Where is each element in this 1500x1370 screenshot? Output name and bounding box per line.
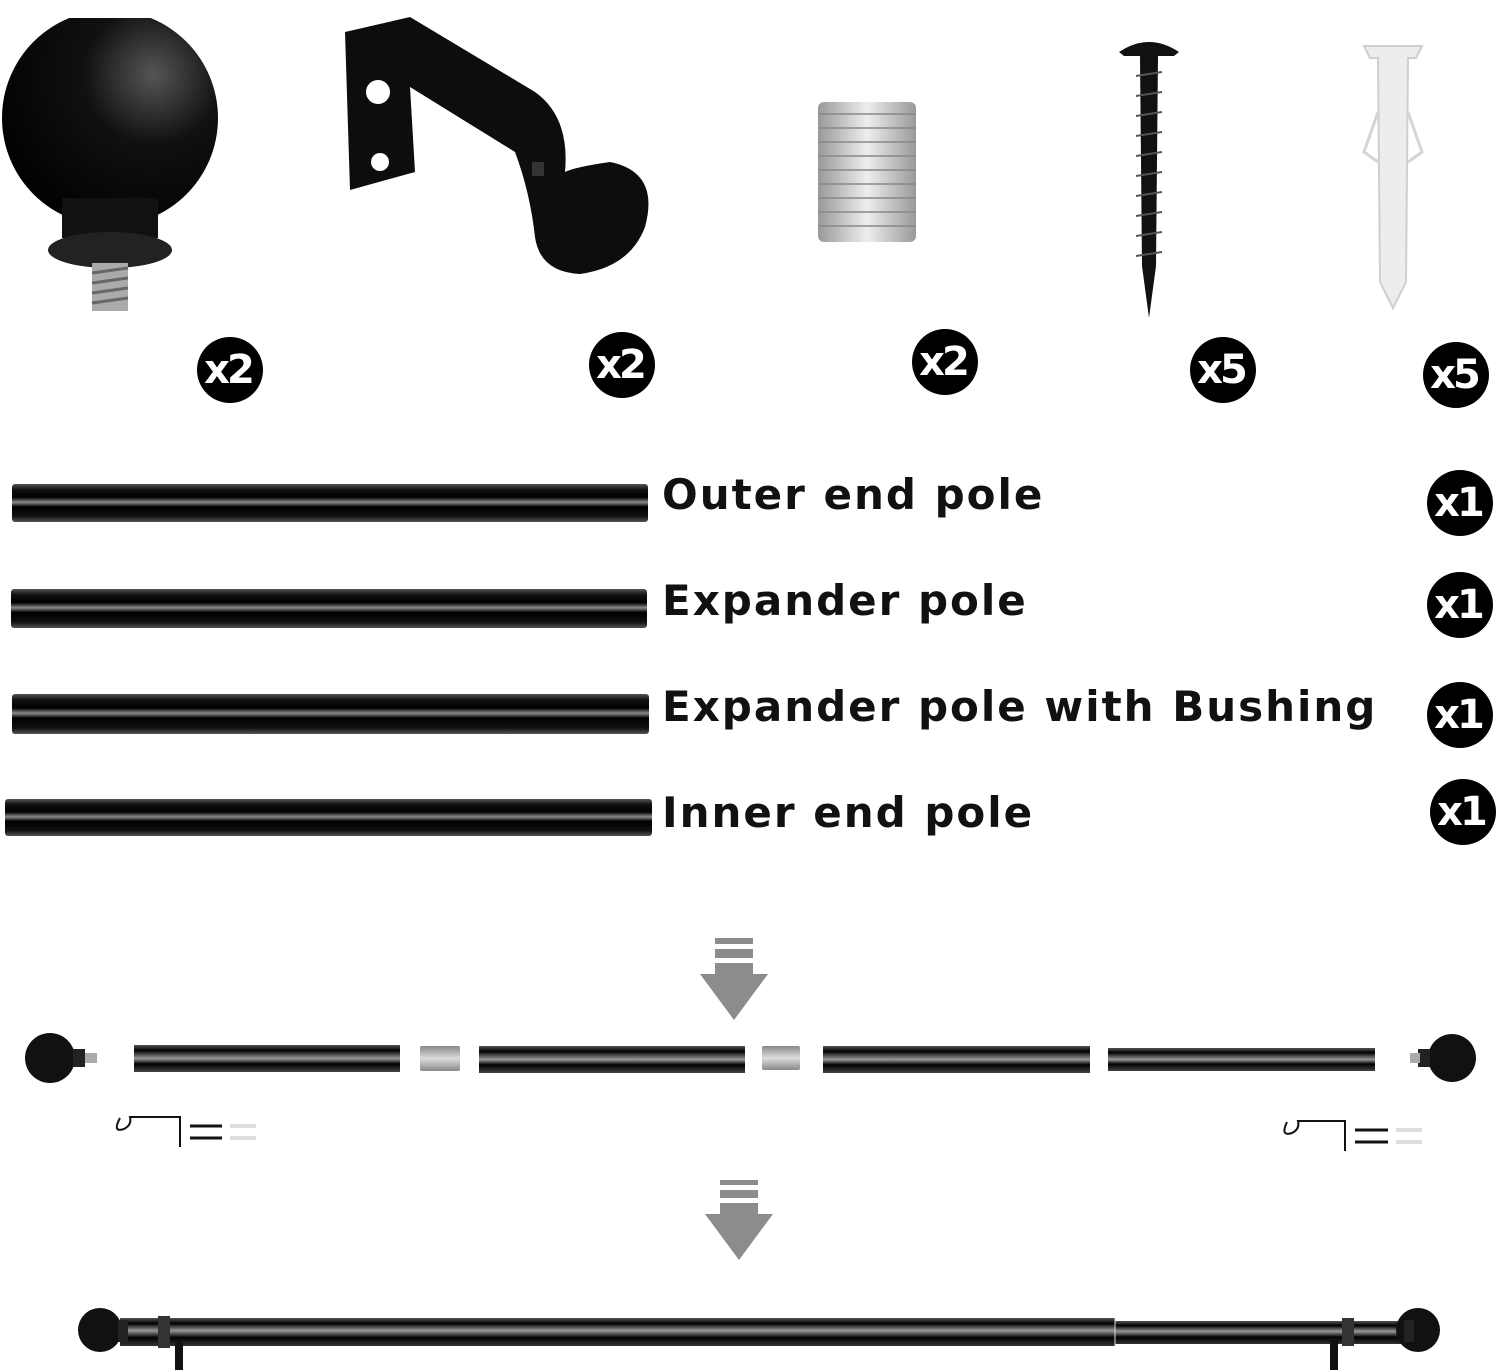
right-bracket-set-icon	[1283, 1120, 1422, 1151]
finial-image	[2, 18, 218, 311]
inner-end-pole-count: x1	[1430, 779, 1496, 845]
expander-pole-image	[11, 589, 647, 628]
finial-count-badge: x2	[197, 337, 263, 403]
left-bracket-set-icon	[115, 1116, 256, 1147]
coupler-count-badge: x2	[912, 329, 978, 395]
outer-end-pole-image	[12, 484, 648, 522]
outer-end-pole-label: Outer end pole	[662, 470, 1045, 519]
expander-pole-label: Expander pole	[662, 576, 1028, 625]
bracket-image	[345, 17, 649, 274]
left-finial-icon	[25, 1033, 97, 1083]
bracket-count-badge: x2	[589, 332, 655, 398]
anchor-count-badge: x5	[1423, 342, 1489, 408]
expander-pole-bushing-count: x1	[1427, 682, 1493, 748]
screw-count-badge: x5	[1190, 337, 1256, 403]
inner-end-pole-label: Inner end pole	[662, 788, 1035, 837]
coupler-image	[818, 102, 916, 242]
exploded-assembly-diagram	[25, 1033, 1476, 1151]
inner-end-pole-image	[5, 799, 652, 836]
arrow-down-icon	[700, 938, 768, 1020]
outer-end-pole-count: x1	[1427, 470, 1493, 536]
expander-pole-bushing-image	[12, 694, 649, 734]
screw-image	[1119, 42, 1179, 318]
arrow-down-icon	[705, 1180, 773, 1260]
assembled-curtain-rod	[78, 1308, 1440, 1370]
expander-pole-count: x1	[1427, 572, 1493, 638]
wall-anchor-image	[1362, 45, 1424, 311]
right-finial-icon	[1410, 1034, 1476, 1082]
expander-pole-bushing-label: Expander pole with Bushing	[662, 682, 1378, 731]
